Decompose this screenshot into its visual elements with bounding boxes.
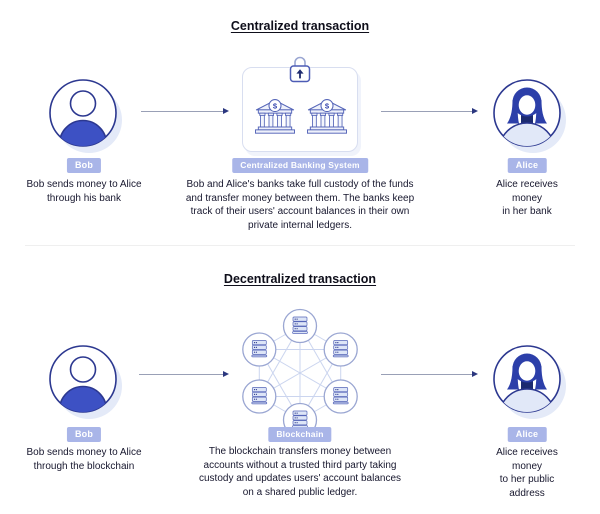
arrow-right-icon	[139, 371, 229, 377]
receiver-label-badge: Alice	[507, 158, 547, 173]
receiver-label-badge: Alice	[507, 427, 547, 442]
female-avatar-icon	[493, 345, 566, 419]
sender-caption: Bob sends money to Alice through his ban…	[26, 179, 142, 204]
system-label-badge: Blockchain	[268, 427, 332, 442]
bank-building-icon: $	[255, 99, 295, 134]
dollar-sign-icon: $	[325, 101, 330, 110]
male-avatar-icon	[49, 345, 122, 419]
sender-caption: Bob sends money to Alice through the blo…	[26, 447, 142, 472]
receiver-caption: Alice receives money to her public addre…	[496, 447, 558, 499]
section-divider	[25, 245, 575, 246]
dollar-sign-icon: $	[273, 101, 278, 110]
decentralized-title: Decentralized transaction	[223, 272, 377, 286]
sender-label-badge: Bob	[66, 427, 102, 442]
blockchain-network-icon	[242, 308, 358, 438]
receiver-caption: Alice receives money in her bank	[496, 179, 558, 217]
arrow-right-icon	[381, 108, 478, 114]
system-caption: The blockchain transfers money between a…	[198, 446, 402, 498]
bank-building-icon: $	[307, 99, 347, 134]
system-caption: Bob and Alice's banks take full custody …	[185, 179, 415, 231]
arrow-right-icon	[381, 371, 478, 377]
system-label-badge: Centralized Banking System	[232, 158, 368, 173]
padlock-icon	[289, 56, 311, 83]
centralized-title: Centralized transaction	[230, 19, 370, 33]
sender-label-badge: Bob	[66, 158, 102, 173]
arrow-right-icon	[141, 108, 229, 114]
male-avatar-icon	[49, 79, 122, 153]
female-avatar-icon	[493, 79, 566, 153]
